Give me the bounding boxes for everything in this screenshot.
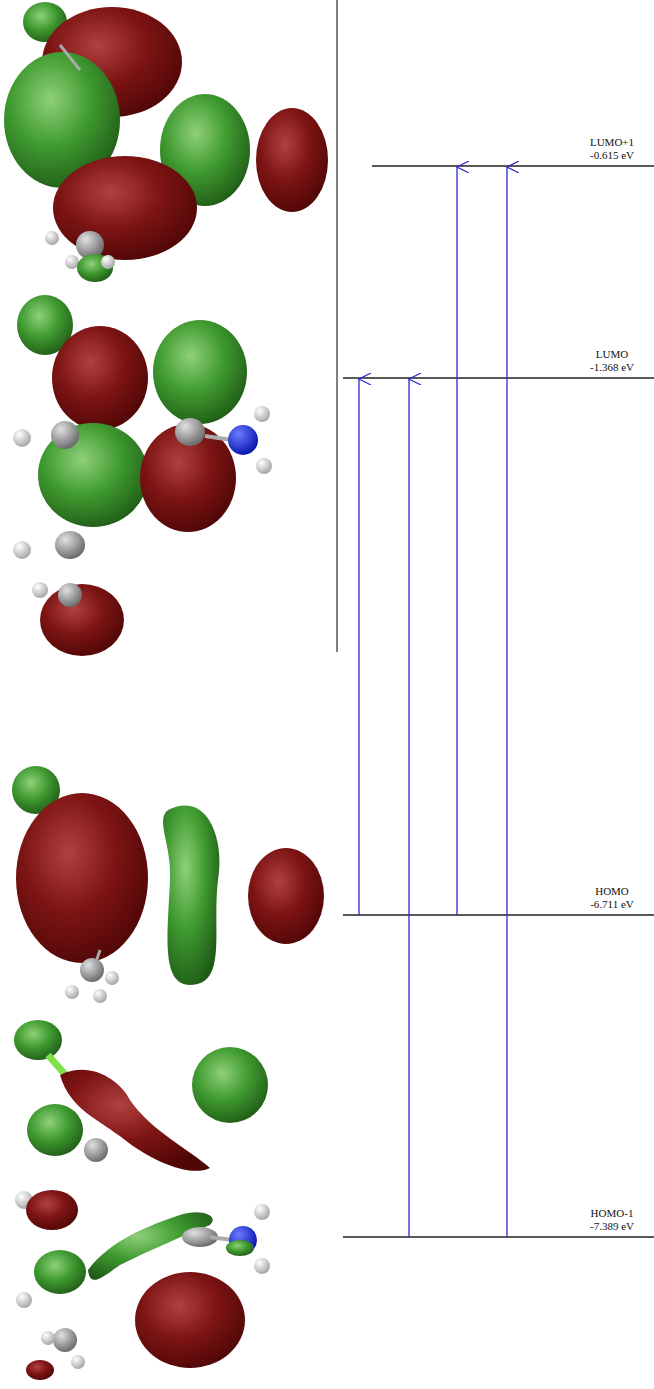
frame-line bbox=[337, 0, 338, 652]
transition-arrows bbox=[359, 167, 507, 1237]
energy-levels bbox=[343, 166, 654, 1237]
energy-value: -0.615 eV bbox=[590, 149, 634, 162]
homo-orbital bbox=[12, 766, 324, 1003]
homo-minus-1-orbital bbox=[14, 1020, 270, 1380]
orbital-name: LUMO bbox=[596, 348, 628, 361]
orbital-name: HOMO-1 bbox=[591, 1207, 634, 1220]
lumo-plus-1-orbital bbox=[4, 2, 328, 282]
orbital-name: HOMO bbox=[595, 885, 629, 898]
energy-value: -6.711 eV bbox=[590, 898, 634, 911]
lumo-orbital bbox=[13, 295, 272, 656]
orbital-name: LUMO+1 bbox=[590, 136, 634, 149]
energy-value: -1.368 eV bbox=[590, 361, 634, 374]
energy-value: -7.389 eV bbox=[590, 1220, 634, 1233]
